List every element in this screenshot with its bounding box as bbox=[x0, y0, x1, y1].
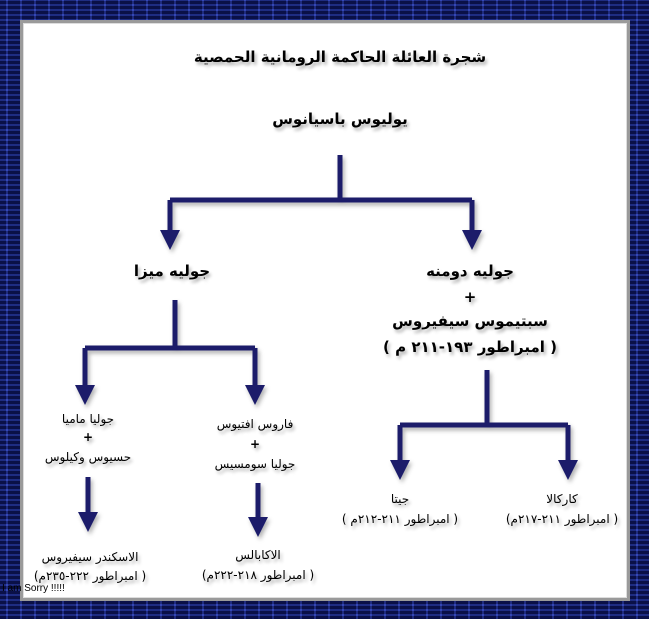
severus-alexander-name: الاسكندر سيفيروس bbox=[41, 550, 139, 564]
right-node-spouse: سبتيموس سيفيروس bbox=[392, 312, 548, 330]
caracalla-name: كاركالا bbox=[546, 492, 578, 506]
right-node-plus: + bbox=[463, 288, 477, 306]
soaemias-name: فاروس افتيوس bbox=[216, 417, 294, 431]
diagram-canvas bbox=[20, 20, 630, 601]
geta-reign: ( امبراطور ٢١١-٢١٢م ) bbox=[341, 512, 459, 526]
soaemias-plus: + bbox=[249, 437, 261, 451]
elagabalus-name: الاكابالس bbox=[235, 548, 281, 562]
left-node-name: جوليه ميزا bbox=[133, 262, 211, 280]
geta-name: جيتا bbox=[390, 492, 410, 506]
severus-alexander-reign: ( امبراطور ٢٢٢-٢٣٥م) bbox=[33, 569, 147, 583]
soaemias-spouse: جوليا سومسيس bbox=[214, 457, 296, 471]
caracalla-reign: ( امبراطور ٢١١-٢١٧م) bbox=[505, 512, 619, 526]
mamaea-name: جوليا ماميا bbox=[61, 412, 115, 426]
right-node-reign: ( امبراطور ١٩٣-٢١١ م ) bbox=[383, 338, 557, 356]
mamaea-plus: + bbox=[82, 430, 94, 444]
elagabalus-reign: ( امبراطور ٢١٨-٢٢٢م) bbox=[201, 568, 315, 582]
right-node-name: جوليه دومنه bbox=[426, 262, 514, 280]
diagram-title: شجرة العائلة الحاكمة الرومانية الحمصية bbox=[193, 48, 487, 66]
root-node: يوليوس باسيانوس bbox=[272, 110, 408, 128]
mamaea-spouse: حسيوس وكيلوس bbox=[44, 450, 132, 464]
overlay-text: I am Sorry !!!!! bbox=[2, 583, 65, 594]
